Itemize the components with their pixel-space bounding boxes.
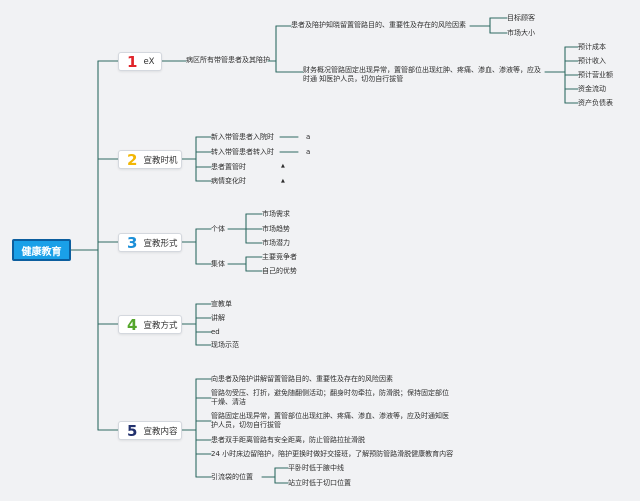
b1-finance-child-2[interactable]: 预计收入 <box>578 57 606 65</box>
topic-number-5: 5 <box>127 421 138 440</box>
b5-item-4[interactable]: 患者双手距离管路有安全距离，防止管路拉扯滑脱 <box>211 436 365 444</box>
b2-mark-4: ▲ <box>281 178 285 184</box>
topic-5[interactable]: 5 宣教内容 <box>118 421 182 440</box>
topic-1[interactable]: 1 eX <box>118 52 162 71</box>
b4-item-4[interactable]: 现场示范 <box>211 341 239 349</box>
b1-finance-child-4[interactable]: 资金流动 <box>578 85 606 93</box>
b3-group-collective[interactable]: 集体 <box>211 260 225 268</box>
topic-number-2: 2 <box>127 150 138 169</box>
topic-label-1: eX <box>143 56 155 67</box>
b5-item-3[interactable]: 管路固定出现异常，置管部位出现红肿、疼痛、渗血、渗液等，应及时通知医护人员，切勿… <box>211 412 449 429</box>
b2-item-2[interactable]: 转入带管患者转入时 <box>211 148 274 156</box>
b3-collective-child-1[interactable]: 主要竞争者 <box>262 253 297 261</box>
central-topic[interactable]: 健康教育 <box>12 239 71 261</box>
b5-item-2[interactable]: 管路勿受压、打折，避免随翻侧活动；翻身时勿牵拉，防滑脱；保持固定部位干燥、清洁 <box>211 389 449 406</box>
topic-2[interactable]: 2 宣教时机 <box>118 150 182 169</box>
b3-group-individual[interactable]: 个体 <box>211 225 225 233</box>
b4-item-1[interactable]: 宣教单 <box>211 300 232 308</box>
topic-number-4: 4 <box>127 315 138 334</box>
b5-item-drainage[interactable]: 引流袋的位置 <box>211 473 253 481</box>
b1-finance-child-1[interactable]: 预计成本 <box>578 43 606 51</box>
b5-item-1[interactable]: 向患者及陪护讲解留置管路目的、重要性及存在的风险因素 <box>211 375 393 383</box>
b4-item-2[interactable]: 讲解 <box>211 314 225 322</box>
b3-collective-child-2[interactable]: 自己的优势 <box>262 267 297 275</box>
b2-mark-1: a <box>306 133 311 141</box>
b4-item-3[interactable]: ed <box>211 328 220 336</box>
topic-number-3: 3 <box>127 233 138 252</box>
b2-mark-3: ▲ <box>281 163 285 169</box>
topic-label-4: 宣教方式 <box>143 320 178 331</box>
b1-item-finance[interactable]: 财务概况管路固定出现异常，置管部位出现红肿、疼痛、渗血、渗液等，应及时通 知医护… <box>303 66 541 83</box>
b2-item-1[interactable]: 新入带管患者入院时 <box>211 133 274 141</box>
b5-item-5[interactable]: 24 小时床边留陪护，陪护更换时做好交接班，了解预防管路滑脱健康教育内容 <box>211 450 454 458</box>
topic-3[interactable]: 3 宣教形式 <box>118 233 182 252</box>
b2-mark-2: a <box>306 148 311 156</box>
b2-item-3[interactable]: 患者置管时 <box>211 163 246 171</box>
b3-individual-child-2[interactable]: 市场趋势 <box>262 225 290 233</box>
topic-4[interactable]: 4 宣教方式 <box>118 315 182 334</box>
b3-individual-child-1[interactable]: 市场需求 <box>262 210 290 218</box>
topic-label-2: 宣教时机 <box>143 155 178 166</box>
b3-individual-child-3[interactable]: 市场潜力 <box>262 239 290 247</box>
topic-number-1: 1 <box>127 52 138 71</box>
b2-item-4[interactable]: 病情变化时 <box>211 177 246 185</box>
b5-drainage-child-2[interactable]: 站立时低于切口位置 <box>288 479 351 487</box>
topic-label-3: 宣教形式 <box>143 238 178 249</box>
topic-label-5: 宣教内容 <box>143 426 178 437</box>
b1-finance-child-3[interactable]: 预计营业额 <box>578 71 613 79</box>
b1-subtopic[interactable]: 病区所有带管患者及其陪护 <box>186 56 270 64</box>
b1-item-purpose[interactable]: 患者及陪护知晓留置管路目的、重要性及存在的风险因素 <box>291 21 466 29</box>
b5-drainage-child-1[interactable]: 平卧时低于腋中线 <box>288 464 344 472</box>
b1-purpose-child-2[interactable]: 市场大小 <box>507 29 535 37</box>
b1-finance-child-5[interactable]: 资产负债表 <box>578 99 613 107</box>
b1-purpose-child-1[interactable]: 目标顾客 <box>507 14 535 22</box>
